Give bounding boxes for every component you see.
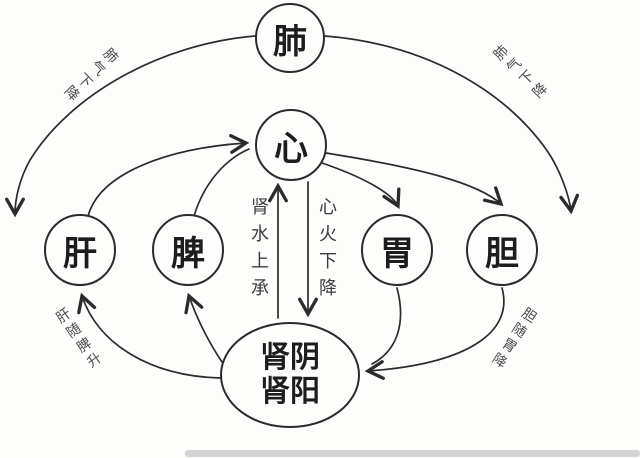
edge-liver-to-heart	[87, 134, 250, 217]
node-heart: 心	[255, 109, 327, 181]
edge-gallbladder-to-kidney	[364, 287, 505, 380]
node-spleen-label: 脾	[171, 235, 205, 273]
edge-kidney-to-spleen	[184, 292, 223, 363]
node-gallbladder: 胆	[466, 214, 538, 286]
edge-heart-to-stomach	[321, 162, 401, 210]
node-heart-label: 心	[274, 130, 308, 168]
edge-spleen-to-heart	[193, 148, 250, 217]
edge-label-kidney-water-rises: 肾水上承	[249, 197, 269, 305]
node-gallbladder-label: 胆	[485, 235, 519, 273]
node-stomach-label: 胃	[380, 235, 414, 273]
bottom-gray-bar	[185, 450, 640, 457]
edge-kidney-to-liver	[77, 292, 221, 379]
edge-lung-descend-left-arc	[5, 35, 256, 218]
edge-stomach-to-kidney	[371, 287, 402, 365]
node-stomach: 胃	[361, 214, 433, 286]
node-kidney-yin-yang: 肾阴 肾阳	[220, 322, 360, 428]
node-kidney-line2: 肾阳	[260, 375, 320, 408]
edge-lung-descend-right-arc	[324, 35, 580, 215]
edge-label-heart-fire-descends: 心火下降	[317, 197, 337, 305]
node-liver: 肝	[44, 214, 116, 286]
node-lung-label: 肺	[273, 23, 307, 61]
node-lung: 肺	[255, 3, 325, 73]
node-liver-label: 肝	[63, 235, 97, 273]
edge-heart-to-gallbladder	[325, 152, 504, 207]
node-kidney-line1: 肾阴	[260, 340, 320, 374]
node-spleen: 脾	[152, 214, 224, 286]
